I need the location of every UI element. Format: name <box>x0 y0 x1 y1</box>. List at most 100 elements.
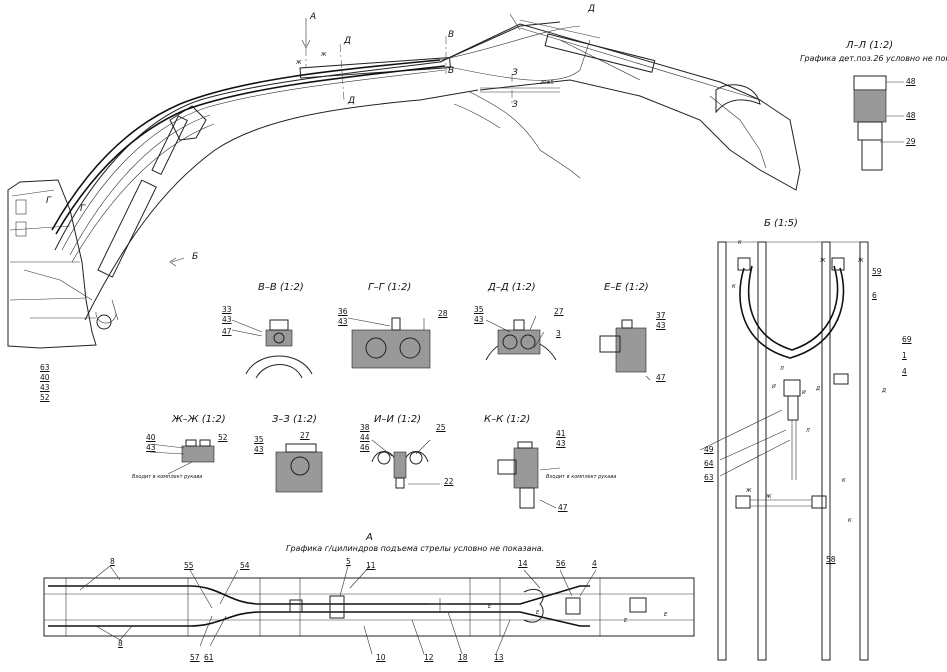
section-mark-d: Д <box>344 36 352 46</box>
callout: 5 <box>346 557 351 566</box>
callout: 8 <box>110 557 115 566</box>
callout: 13 <box>494 653 504 662</box>
mark-i: И <box>772 384 776 390</box>
mark-l: Л <box>806 428 810 434</box>
callout: 61 <box>204 653 214 662</box>
section-title-ii: И–И (1:2) <box>374 414 422 425</box>
callout: 6 <box>872 291 877 300</box>
callout: 29 <box>906 137 916 146</box>
callout: 11 <box>366 561 376 570</box>
view-a-note: Графика г/цилиндров подъема стрелы услов… <box>286 544 545 553</box>
callout: 54 <box>240 561 250 570</box>
section-mark-zh: Ж <box>296 60 302 66</box>
mark-zh: Ж <box>858 258 864 264</box>
callout: 59 <box>872 267 882 276</box>
callout: 41 <box>556 429 566 438</box>
callout: 43 <box>338 317 348 326</box>
section-title-zz: З–З (1:2) <box>272 414 317 425</box>
callout: 55 <box>184 561 194 570</box>
callout: 35 <box>474 305 484 314</box>
section-title-zhzh: Ж–Ж (1:2) <box>172 414 226 425</box>
mark-e: Е <box>488 604 492 610</box>
mark-i: И <box>802 390 806 396</box>
mark-zh: Ж <box>820 258 826 264</box>
callout: 14 <box>518 559 528 568</box>
mark-zh: Ж <box>746 488 752 494</box>
callout: 48 <box>906 77 916 86</box>
callout: 25 <box>436 423 446 432</box>
section-mark-g: Г <box>46 196 52 206</box>
mark-e: Е <box>536 610 540 616</box>
mark-e: Е <box>624 618 628 624</box>
callout: 3 <box>556 329 561 338</box>
callout: 63 <box>704 473 714 482</box>
section-title-b: Б (1:5) <box>764 218 798 229</box>
callout: 52 <box>218 433 228 442</box>
callout: 47 <box>558 503 568 512</box>
mark-d: Д <box>882 388 886 394</box>
callout: 38 <box>360 423 370 432</box>
mark-d: Д <box>816 386 820 392</box>
callout: 48 <box>906 111 916 120</box>
dimension-text: 20±5 <box>540 80 554 86</box>
callout: 43 <box>146 443 156 452</box>
section-title-gg: Г–Г (1:2) <box>368 282 412 293</box>
callout: 43 <box>474 315 484 324</box>
callout: 40 <box>146 433 156 442</box>
section-note: Входит в комплект рукава <box>546 474 617 480</box>
section-title-ee: Е–Е (1:2) <box>604 282 649 293</box>
callout: 27 <box>554 307 564 316</box>
section-note: Входит в комплект рукава <box>132 474 203 480</box>
section-mark-g: Г <box>80 204 86 214</box>
callout: 40 <box>40 373 50 382</box>
section-title-vv: В–В (1:2) <box>258 282 304 293</box>
callout: 35 <box>254 435 264 444</box>
mark-k: К <box>732 284 736 290</box>
section-title-ll: Л–Л (1:2) <box>846 40 894 51</box>
callout: 4 <box>902 367 907 376</box>
callout: 4 <box>592 559 597 568</box>
callout: 46 <box>360 443 370 452</box>
section-mark-v: В <box>448 66 455 76</box>
mark-l: Л <box>780 366 784 372</box>
mark-e: Е <box>664 612 668 618</box>
section-mark-zh: Ж <box>321 52 327 58</box>
view-title-a: A <box>366 532 373 543</box>
callout: 8 <box>118 639 123 648</box>
callout: 1 <box>902 351 907 360</box>
mark-k: К <box>738 240 742 246</box>
callout: 49 <box>704 445 714 454</box>
callout: 10 <box>376 653 386 662</box>
mark-k: К <box>848 518 852 524</box>
section-mark-d: Д <box>348 96 356 106</box>
mark-k: К <box>842 478 846 484</box>
section-mark-z: З <box>512 100 518 110</box>
view-arrow-a: А <box>310 12 317 22</box>
callout: 37 <box>656 311 666 320</box>
callout: 47 <box>656 373 666 382</box>
callout: 43 <box>222 315 232 324</box>
callout: 43 <box>656 321 666 330</box>
section-ll-note: Графика дет.поз.26 условно не показана. <box>800 54 947 63</box>
callout: 64 <box>704 459 714 468</box>
callout: 28 <box>438 309 448 318</box>
section-mark-v: В <box>448 30 455 40</box>
section-mark-d: Д <box>588 4 596 14</box>
section-title-kk: К–К (1:2) <box>484 414 531 425</box>
section-title-dd: Д–Д (1:2) <box>488 282 536 293</box>
callout: 22 <box>444 477 454 486</box>
callout: 63 <box>40 363 50 372</box>
callout: 44 <box>360 433 370 442</box>
callout: 18 <box>458 653 468 662</box>
mark-zh: Ж <box>766 494 772 500</box>
callout: 33 <box>222 305 232 314</box>
callout: 56 <box>556 559 566 568</box>
callout: 43 <box>556 439 566 448</box>
callout: 57 <box>190 653 200 662</box>
view-arrow-b: Б <box>192 252 199 262</box>
callout: 12 <box>424 653 434 662</box>
callout: 43 <box>254 445 264 454</box>
callout: 58 <box>826 555 836 564</box>
callout: 36 <box>338 307 348 316</box>
